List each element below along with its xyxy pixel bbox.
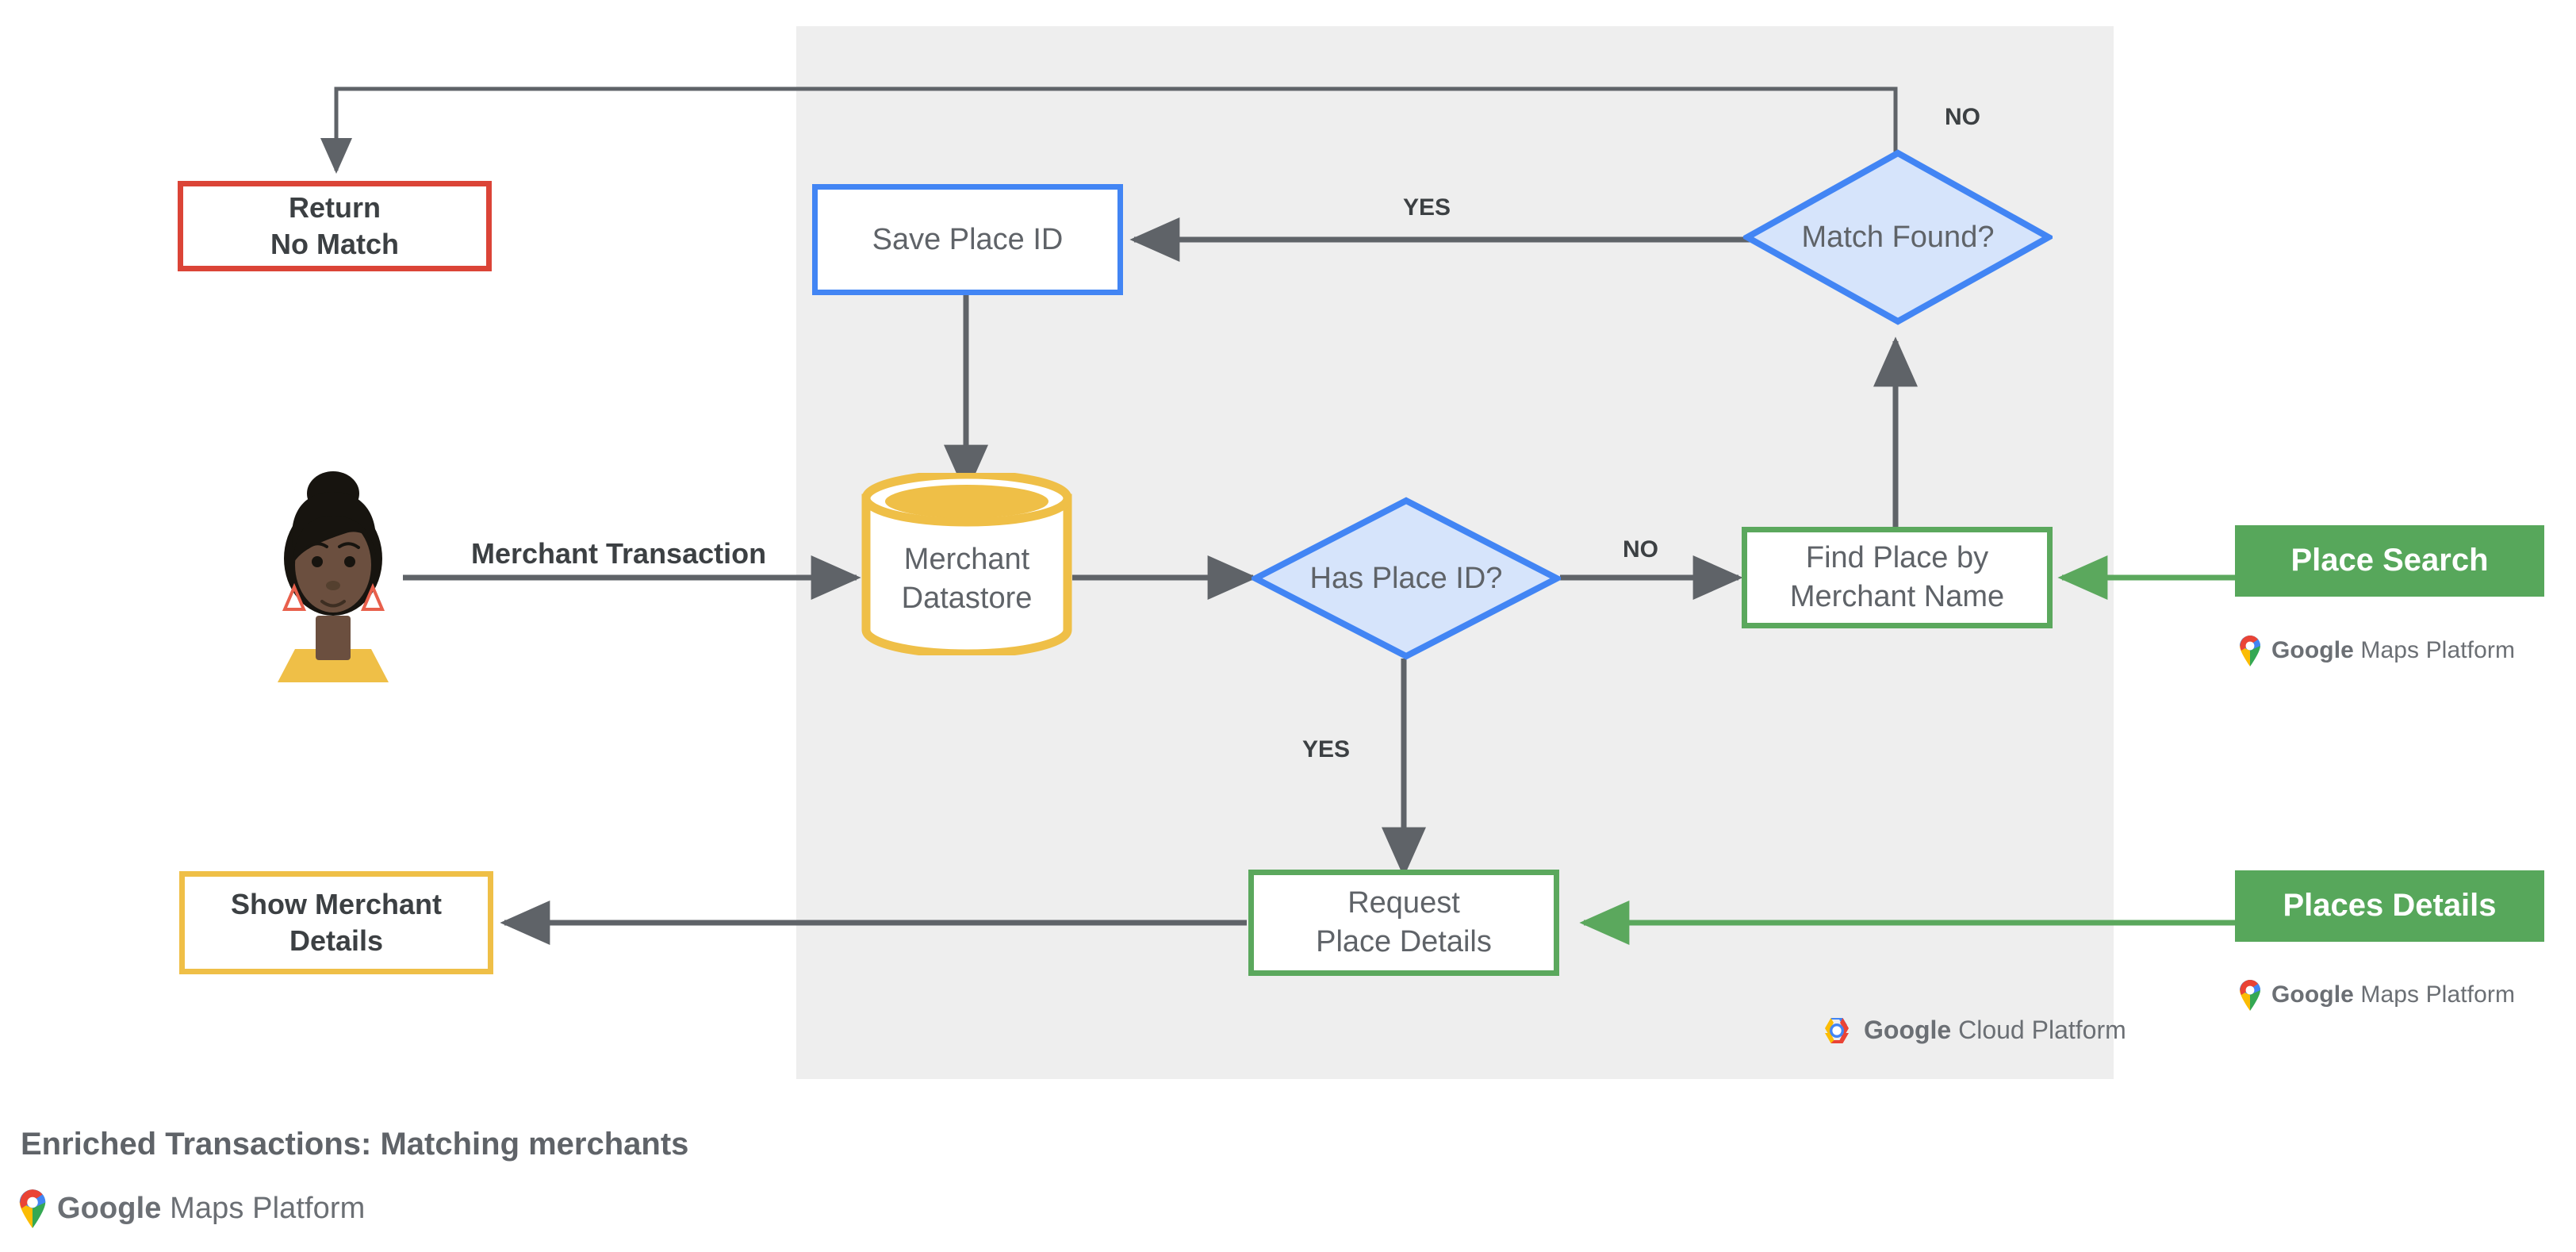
node-show-merchant-details[interactable]: Show Merchant Details [179, 871, 493, 974]
decision-diamond-shape [1743, 149, 2053, 325]
avatar-earring-left [282, 582, 307, 611]
avatar-earring-right [360, 582, 385, 611]
google-maps-platform-wordmark: Google Maps Platform [2271, 637, 2516, 663]
datastore-cylinder-shape [861, 473, 1072, 655]
node-places-details[interactable]: Places Details [2235, 870, 2544, 942]
node-has-place-id-label: Has Place ID? [1309, 561, 1503, 595]
google-maps-platform-wordmark: Google Maps Platform [2271, 981, 2516, 1008]
google-cloud-platform-wordmark: Google Cloud Platform [1864, 1016, 2126, 1044]
node-has-place-id[interactable]: Has Place ID? [1252, 497, 1561, 660]
avatar [262, 460, 404, 682]
avatar-nose [326, 581, 340, 590]
footer-google-maps-platform-logo: Google Maps Platform [17, 1189, 365, 1228]
edge-label-match-found-no: NO [1945, 104, 1980, 130]
node-return-no-match-label: Return No Match [270, 190, 399, 260]
edge-label-match-found-yes: YES [1403, 194, 1451, 221]
node-match-found-label: Match Found? [1801, 220, 1995, 254]
node-place-search-label: Place Search [2290, 543, 2489, 578]
avatar-eyebrow-right [338, 542, 360, 549]
avatar-mouth [320, 600, 346, 608]
node-merchant-datastore-label: Merchant Datastore [901, 543, 1033, 615]
map-pin-icon [2240, 980, 2260, 1011]
google-maps-platform-logo: Google Maps Platform [2238, 979, 2515, 1011]
avatar-eye-left [312, 556, 323, 567]
edge-label-has-place-id-no: NO [1623, 536, 1658, 563]
map-pin-icon [19, 1189, 46, 1228]
avatar-neck [316, 616, 351, 660]
node-save-place-id-label: Save Place ID [872, 222, 1064, 256]
cloud-hexagon-icon [1825, 1017, 1849, 1043]
node-merchant-datastore[interactable]: Merchant Datastore [861, 473, 1072, 655]
avatar-eyebrow-left [306, 542, 328, 549]
edge-label-merchant-transaction: Merchant Transaction [471, 537, 767, 570]
avatar-shirt [278, 649, 389, 682]
node-request-place-details-label: Request Place Details [1316, 886, 1492, 958]
google-cloud-platform-logo: Google Cloud Platform [1821, 1016, 2126, 1045]
map-pin-icon [2240, 636, 2260, 666]
decision-diamond-shape [1252, 497, 1561, 660]
node-match-found[interactable]: Match Found? [1743, 149, 2053, 325]
avatar-illustration [278, 471, 389, 682]
google-maps-platform-logo: Google Maps Platform [2238, 635, 2515, 666]
node-find-place-by-merchant-name[interactable]: Find Place by Merchant Name [1742, 527, 2053, 628]
node-find-place-by-merchant-name-label: Find Place by Merchant Name [1789, 541, 2005, 613]
page-title: Enriched Transactions: Matching merchant… [21, 1127, 689, 1162]
avatar-hair-top [292, 492, 376, 557]
node-places-details-label: Places Details [2283, 888, 2497, 924]
avatar-eye-right [344, 556, 355, 567]
node-save-place-id[interactable]: Save Place ID [812, 184, 1123, 295]
node-return-no-match[interactable]: Return No Match [178, 181, 492, 271]
node-show-merchant-details-label: Show Merchant Details [230, 887, 443, 957]
node-place-search[interactable]: Place Search [2235, 525, 2544, 597]
node-request-place-details[interactable]: Request Place Details [1248, 870, 1559, 976]
edge-label-has-place-id-yes: YES [1302, 736, 1351, 762]
footer-google-maps-platform-wordmark: Google Maps Platform [57, 1191, 366, 1225]
